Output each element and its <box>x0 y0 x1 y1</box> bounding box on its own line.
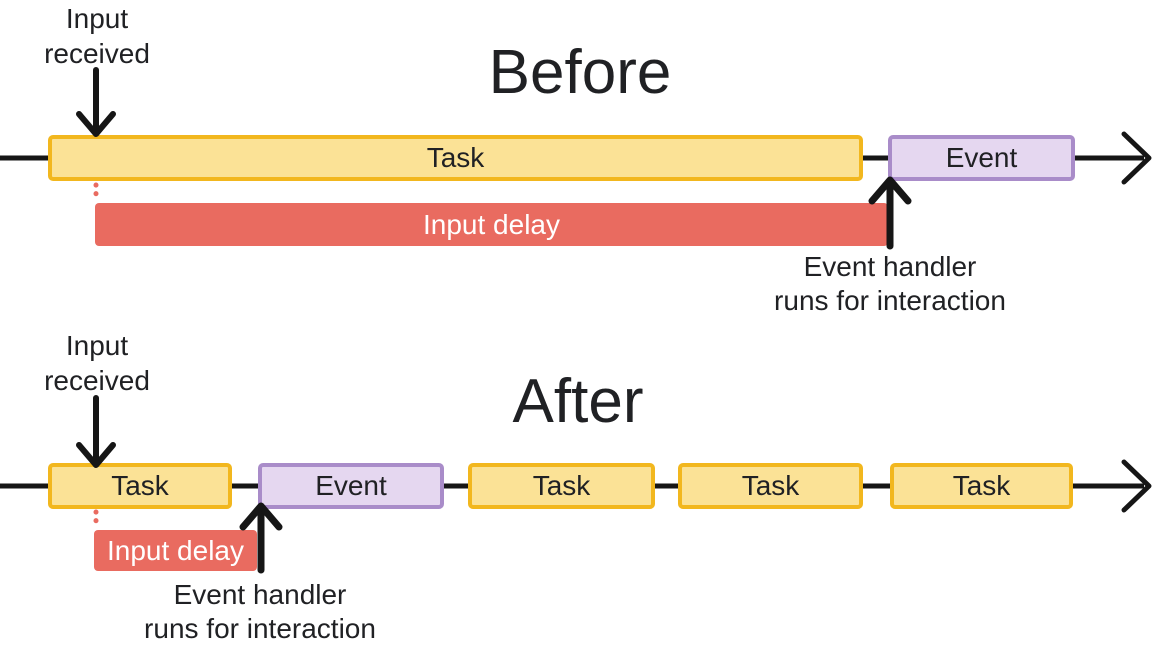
after-event-handler-line1: Event handler <box>173 579 347 610</box>
before-task-label: Task <box>426 142 485 173</box>
after-task-label-3: Task <box>741 470 800 501</box>
after-event-box: Event <box>258 463 444 509</box>
after-input-delay-label: Input delay <box>107 534 244 566</box>
after-event-label: Event <box>315 470 387 501</box>
after-task-box-4: Task <box>890 463 1073 509</box>
before-event-box: Event <box>888 135 1075 181</box>
before-section-title: Before <box>488 38 672 107</box>
before-input-received-label: Input received <box>17 1 177 71</box>
after-event-handler-line2: runs for interaction <box>144 613 376 644</box>
after-input-delay-bar: Input delay <box>94 530 257 571</box>
after-input-received-label: Input received <box>17 328 177 398</box>
after-event-handler-label: Event handler runs for interaction <box>110 578 410 646</box>
before-event-handler-label: Event handler runs for interaction <box>740 250 1040 318</box>
before-event-handler-line1: Event handler <box>803 251 977 282</box>
before-input-received-line1: Input <box>65 3 129 34</box>
before-input-received-line2: received <box>44 38 150 69</box>
after-task-box-2: Task <box>468 463 655 509</box>
before-input-arrow <box>76 67 116 137</box>
after-task-label-4: Task <box>952 470 1011 501</box>
after-input-received-line1: Input <box>65 330 129 361</box>
before-event-handler-line2: runs for interaction <box>774 285 1006 316</box>
after-input-received-line2: received <box>44 365 150 396</box>
after-input-arrow <box>76 395 116 468</box>
after-task-box-3: Task <box>678 463 863 509</box>
before-input-delay-bar: Input delay <box>95 203 888 246</box>
after-task-box-1: Task <box>48 463 232 509</box>
before-input-delay-label: Input delay <box>423 208 560 240</box>
after-task-label-2: Task <box>532 470 591 501</box>
before-event-label: Event <box>945 142 1018 173</box>
after-task-label-1: Task <box>111 470 169 501</box>
before-task-bar: Task <box>48 135 863 181</box>
after-section-title: After <box>512 367 644 436</box>
